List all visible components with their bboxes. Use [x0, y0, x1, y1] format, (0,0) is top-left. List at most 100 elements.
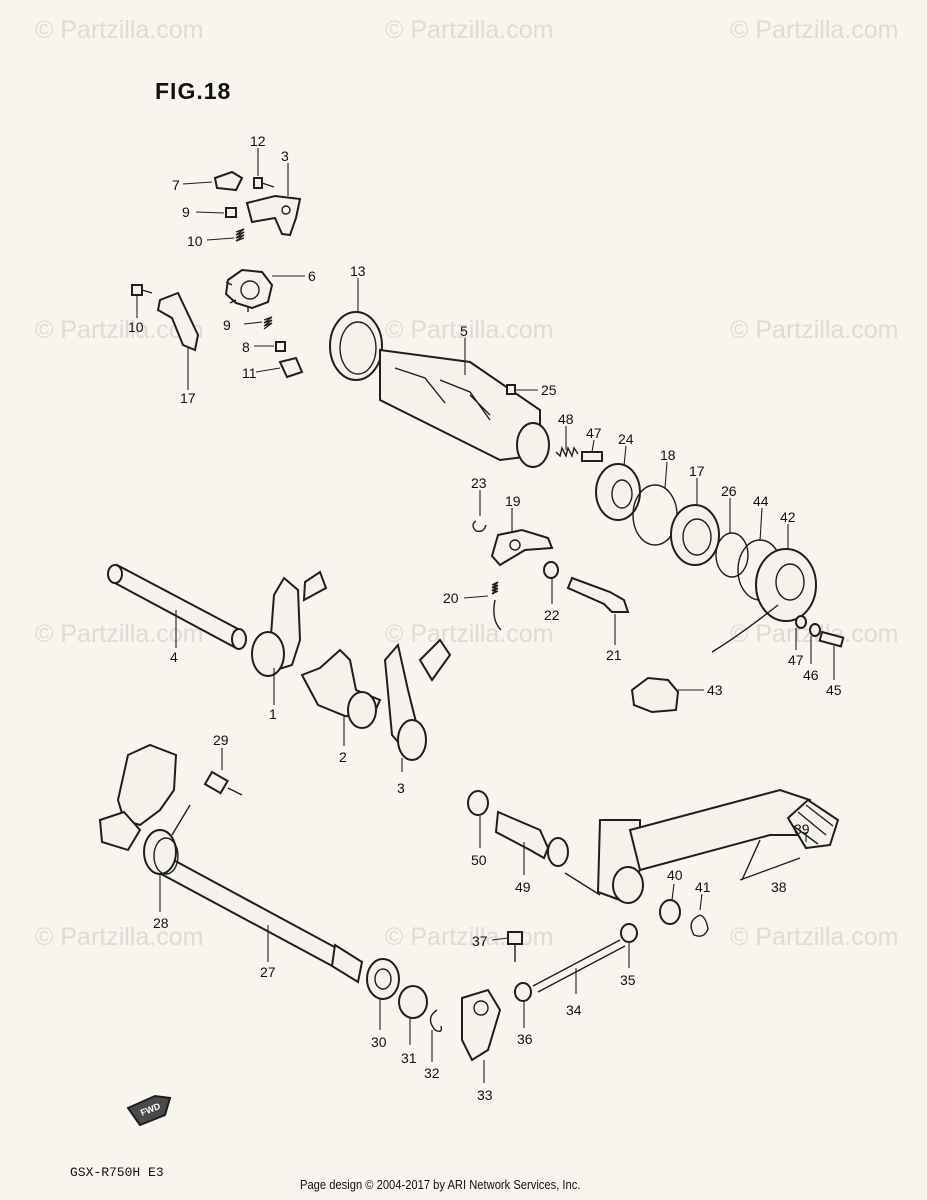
part-15-bearing	[329, 311, 383, 381]
callout-48: 48	[558, 411, 574, 427]
callout-24: 25	[541, 382, 557, 398]
model-code: GSX-R750H E3	[70, 1165, 164, 1180]
callout-20: 21	[606, 647, 622, 663]
callout-12: 10	[128, 319, 144, 335]
part-47-pin	[581, 451, 603, 462]
callout-26: 27	[260, 964, 276, 980]
callout-38: 39	[794, 821, 810, 837]
part-9-pin-lower	[275, 341, 286, 352]
part-10-spring	[235, 228, 245, 242]
part-46-washer	[795, 615, 807, 629]
part-8-plate	[278, 356, 304, 379]
callout-32: 33	[477, 1087, 493, 1103]
callout-42: 43	[707, 682, 723, 698]
callout-13: 17	[180, 390, 196, 406]
callout-10: 10	[187, 233, 203, 249]
part-45-washer	[809, 623, 821, 637]
part-27-spring	[143, 804, 191, 875]
watermark: © Partzilla.com	[385, 16, 553, 44]
callout-41: 42	[780, 509, 796, 525]
part-44-bolt	[818, 630, 845, 648]
callout-37: 38	[771, 879, 787, 895]
part-19-spring	[491, 581, 502, 631]
callout-15: 13	[350, 263, 366, 279]
part-38-pedal-rubber	[786, 798, 840, 850]
part-14-bolt	[253, 177, 275, 189]
part-28-bolt	[203, 770, 243, 796]
part-22-clip	[472, 520, 487, 533]
part-9-pin	[225, 207, 237, 218]
callout-1: 1	[269, 706, 277, 722]
page-credit: Page design © 2004-2017 by ARI Network S…	[300, 1177, 581, 1192]
callout-35: 36	[517, 1031, 533, 1047]
callout-25: 26	[721, 483, 737, 499]
part-25-ring	[715, 532, 749, 578]
watermark: © Partzilla.com	[385, 316, 553, 344]
callout-28: 29	[213, 732, 229, 748]
watermark: © Partzilla.com	[385, 923, 553, 951]
callout-43: 44	[753, 493, 769, 509]
watermark: © Partzilla.com	[35, 620, 203, 648]
watermark: © Partzilla.com	[730, 16, 898, 44]
callout-36: 37	[472, 933, 488, 949]
callout-11: 3	[281, 148, 289, 164]
callout-39: 40	[667, 867, 683, 883]
part-4-fork-shaft	[107, 563, 247, 650]
part-20-bolt	[566, 576, 630, 613]
callout-44: 45	[826, 682, 842, 698]
callout-16: 17	[689, 463, 705, 479]
part-32-shift-lever	[461, 988, 502, 1062]
callout-17: 18	[660, 447, 676, 463]
watermark: © Partzilla.com	[730, 316, 898, 344]
part-31-circlip	[429, 1009, 443, 1033]
callout-45: 46	[803, 667, 819, 683]
callout-31: 32	[424, 1065, 440, 1081]
part-42-cover-cap	[630, 676, 680, 714]
callout-3: 3	[397, 780, 405, 796]
callout-23: 24	[618, 431, 634, 447]
part-23-plate	[595, 463, 641, 521]
part-6-cam-driven-gear	[224, 268, 274, 312]
figure-title: FIG.18	[155, 78, 232, 104]
callout-7: 7	[172, 177, 180, 193]
callout-18: 19	[505, 493, 521, 509]
part-18-shift-pawl	[490, 528, 554, 567]
watermark: © Partzilla.com	[385, 620, 553, 648]
part-37-gear-shift-lever	[564, 788, 812, 904]
part-10-spring-lower	[263, 316, 273, 330]
callout-9: 9	[182, 204, 190, 220]
callout-30: 31	[401, 1050, 417, 1066]
part-11-cam-guide-plate	[245, 194, 302, 237]
callout-6: 6	[308, 268, 316, 284]
callout-47: 47	[586, 425, 602, 441]
callout-33: 34	[566, 1002, 582, 1018]
part-40-clip	[690, 914, 709, 937]
callout-27: 28	[153, 915, 169, 931]
part-35-nut	[514, 982, 532, 1002]
part-13-cam-stopper	[156, 291, 200, 352]
part-39-washer	[659, 899, 681, 925]
callout-49: 49	[515, 879, 531, 895]
part-5-gearshift-cam	[379, 348, 550, 468]
part-33-rod	[532, 939, 626, 993]
part-3-shift-fork	[383, 638, 452, 761]
callout-21: 22	[544, 607, 560, 623]
part-1-shift-fork	[251, 570, 328, 677]
callout-50: 50	[471, 852, 487, 868]
callout-2: 2	[339, 749, 347, 765]
callout-9: 8	[242, 339, 250, 355]
callout-4: 4	[170, 649, 178, 665]
watermark: © Partzilla.com	[35, 923, 203, 951]
callout-10: 9	[223, 317, 231, 333]
part-21-washer	[543, 561, 559, 579]
part-41-cover	[711, 548, 817, 653]
callout-8: 11	[242, 365, 257, 381]
part-29-oil-seal	[366, 958, 400, 1000]
part-34-nut	[620, 923, 638, 943]
callout-14: 12	[250, 133, 266, 149]
callout-34: 35	[620, 972, 636, 988]
part-30-washer	[398, 985, 428, 1019]
part-50-nut	[467, 790, 489, 816]
watermark: © Partzilla.com	[730, 923, 898, 951]
